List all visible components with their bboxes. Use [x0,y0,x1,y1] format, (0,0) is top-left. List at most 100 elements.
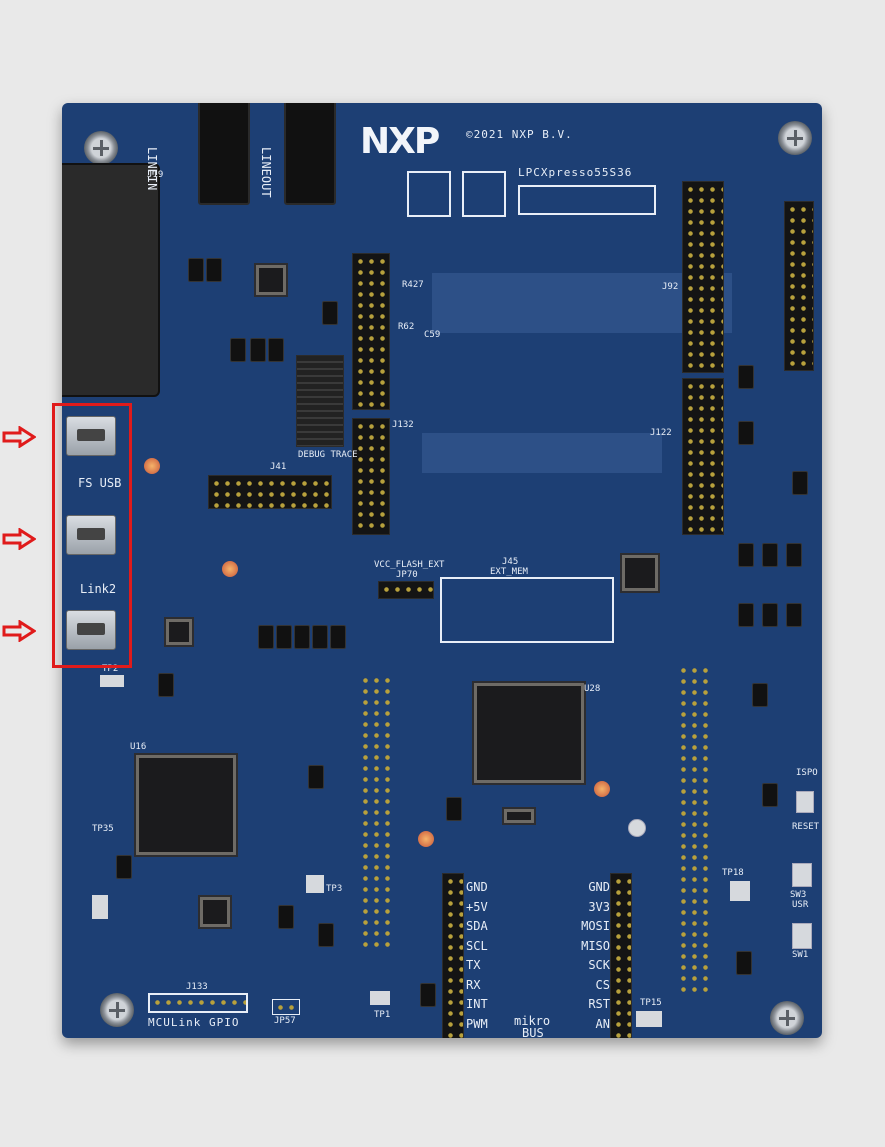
debug-trace-connector [296,355,344,447]
sw1-button[interactable] [792,923,812,949]
jumper[interactable] [762,783,778,807]
refdes-u28: U28 [584,684,601,694]
dsub-connector [62,163,160,397]
jumper[interactable] [330,625,346,649]
usb-connector-middle[interactable] [66,515,116,555]
refdes-r427: R427 [402,280,424,290]
mikrobus-pin-label: AN [595,1016,610,1031]
test-point-led [144,458,160,474]
mikrobus-pin-label: SCK [588,958,610,972]
test-pad [92,895,108,919]
jumper[interactable] [258,625,274,649]
test-point-led [222,561,238,577]
mikrobus-pin-label: PWM [466,1016,488,1031]
jumper[interactable] [762,603,778,627]
refdes-tp15: TP15 [640,998,662,1008]
small-ic [254,263,288,297]
mikrobus-pin-label: GND [466,880,488,894]
refdes-jp70: JP70 [396,570,418,580]
header-j133 [148,993,248,1013]
arrow-right-icon [2,528,36,550]
mikrobus-pin-label: MISO [581,938,610,953]
trace-field [422,433,662,473]
jumper[interactable] [322,301,338,325]
label-ext-mem: EXT_MEM [490,567,528,577]
label-reset: RESET [792,822,820,832]
ext-mem-footprint [440,577,614,643]
refdes-jp57: JP57 [274,1016,296,1026]
small-ic [164,617,194,647]
label-usr: USR [792,900,809,910]
mounting-hole-bottom-right [770,1001,804,1035]
jumper[interactable] [762,543,778,567]
usb-connector-top[interactable] [66,416,116,456]
jumper[interactable] [308,765,324,789]
jumper[interactable] [294,625,310,649]
jumper[interactable] [250,338,266,362]
esd-symbol-box [462,171,506,217]
refdes-u16: U16 [130,742,147,752]
refdes-tp3: TP3 [326,884,343,894]
refdes-tp1: TP1 [374,1010,391,1020]
jumper[interactable] [446,797,462,821]
nxp-logo: NXP [360,121,440,162]
usb-connector-bottom[interactable] [66,610,116,650]
refdes-j132: J132 [392,420,414,430]
small-chip [198,895,232,929]
label-lineout: LINEOUT [259,147,273,198]
refdes-j92: J92 [662,282,679,292]
arrow-right-icon [2,426,36,448]
label-debug-trace: DEBUG TRACE [298,450,358,460]
refdes-tp18: TP18 [722,868,744,878]
jumper[interactable] [188,258,204,282]
mikrobus-pin-label: +5V [466,899,488,914]
jumper[interactable] [230,338,246,362]
usb-highlight-box [52,403,132,668]
header-j122 [682,378,724,535]
jumper[interactable] [158,673,174,697]
jumper[interactable] [786,543,802,567]
arrow-right-icon [2,620,36,642]
reset-button[interactable] [796,791,814,813]
jumper[interactable] [738,421,754,445]
small-ic [620,553,660,593]
header-top-middle [352,253,390,410]
jumper[interactable] [738,603,754,627]
mikrobus-pin-label: 3V3 [588,899,610,914]
label-blank-box [518,185,656,215]
mikrobus-pin-label: TX [466,958,481,972]
jumper[interactable] [752,683,768,707]
jumper[interactable] [786,603,802,627]
jumper[interactable] [738,365,754,389]
jumper[interactable] [268,338,284,362]
usr-button[interactable] [792,863,812,887]
label-vcc-flash-ext: VCC_FLASH_EXT [374,560,445,570]
jumper[interactable] [738,543,754,567]
jumper[interactable] [278,905,294,929]
round-button[interactable] [628,819,646,837]
label-bus: BUS [522,1026,544,1038]
jumper[interactable] [318,923,334,947]
jumper[interactable] [116,855,132,879]
jumper[interactable] [420,983,436,1007]
label-mculink-gpio: MCULink GPIO [148,1016,240,1029]
small-ic [502,807,536,825]
test-pad-tp15 [636,1011,662,1027]
audio-jack-lineout [284,103,336,205]
refdes-sw3: SW3 [790,890,807,900]
mcu-chip-u28 [472,681,586,785]
debug-mcu-chip-u16 [134,753,238,857]
copyright-text: ©2021 NXP B.V. [466,128,573,141]
header-j41 [208,475,332,509]
jumper[interactable] [792,471,808,495]
jumper[interactable] [736,951,752,975]
mikrobus-pin-label: SCL [466,938,488,953]
mikrobus-header-right [610,873,632,1038]
header-j92 [682,181,724,373]
jumper[interactable] [206,258,222,282]
jumper[interactable] [276,625,292,649]
refdes-j41: J41 [270,462,287,472]
jumper[interactable] [312,625,328,649]
mounting-hole-bottom-left [100,993,134,1027]
refdes-j133: J133 [186,982,208,992]
